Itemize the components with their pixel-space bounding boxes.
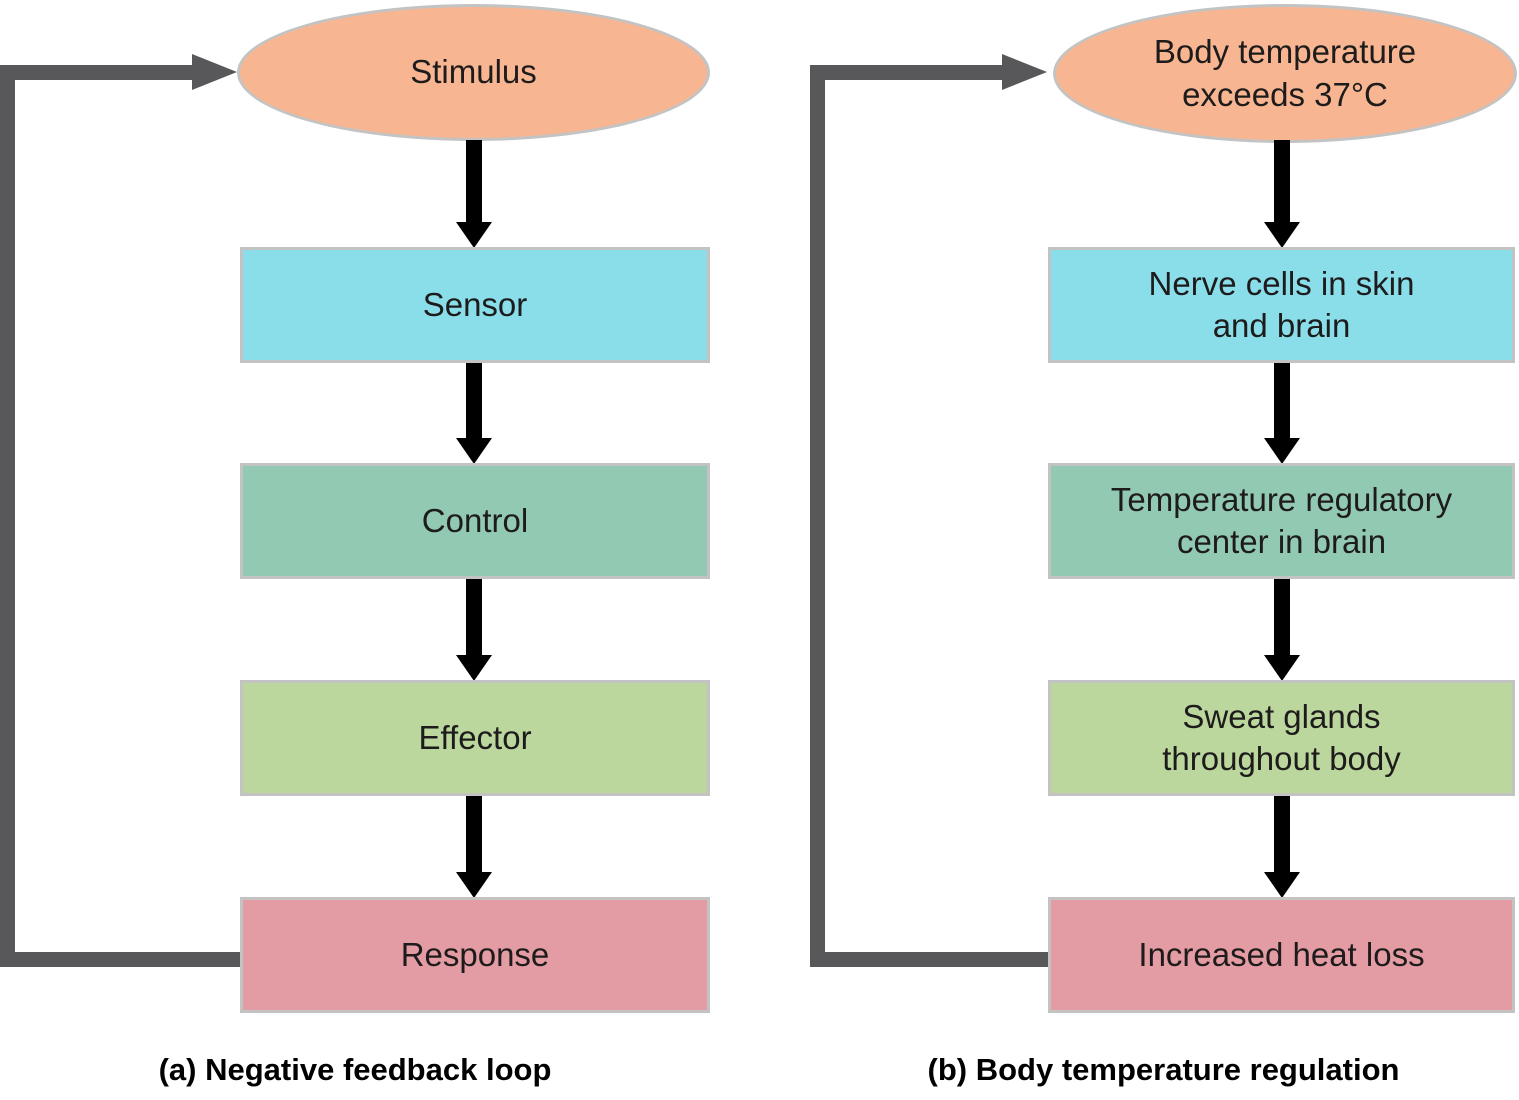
flow-arrow-b-3-icon xyxy=(1264,578,1300,681)
caption-a: (a) Negative feedback loop xyxy=(158,1052,552,1087)
response-node-a: Response xyxy=(240,897,710,1013)
control-label-b: Temperature regulatory center in brain xyxy=(1110,480,1453,560)
feedback-loop-a-vertical-line xyxy=(0,65,15,967)
feedback-loop-b-vertical-line xyxy=(810,65,825,967)
sensor-label-a: Sensor xyxy=(422,285,528,323)
feedback-loop-b-bottom-line xyxy=(810,952,1048,967)
feedback-loop-a-arrowhead-icon xyxy=(192,54,237,90)
flow-arrow-a-4-icon xyxy=(456,795,492,898)
feedback-loop-a-top-line xyxy=(0,65,195,80)
flow-arrow-a-2-icon xyxy=(456,362,492,464)
flow-arrow-b-1-icon xyxy=(1264,140,1300,248)
sensor-node-a: Sensor xyxy=(240,247,710,363)
feedback-loop-b-top-line xyxy=(810,65,1004,80)
effector-label-a: Effector xyxy=(418,718,532,756)
flow-arrow-a-1-icon xyxy=(456,140,492,248)
stimulus-label-b: Body temperature exceeds 37°C xyxy=(1153,33,1417,113)
stimulus-node-b: Body temperature exceeds 37°C xyxy=(1053,4,1517,143)
flow-arrow-b-2-icon xyxy=(1264,362,1300,464)
sensor-label-b: Nerve cells in skin and brain xyxy=(1148,264,1415,344)
effector-node-b: Sweat glands throughout body xyxy=(1048,680,1515,796)
stimulus-label-a: Stimulus xyxy=(410,53,537,91)
control-label-a: Control xyxy=(421,501,529,539)
caption-b: (b) Body temperature regulation xyxy=(927,1052,1400,1087)
flow-arrow-b-4-icon xyxy=(1264,795,1300,898)
response-label-b: Increased heat loss xyxy=(1138,935,1425,973)
sensor-node-b: Nerve cells in skin and brain xyxy=(1048,247,1515,363)
response-node-b: Increased heat loss xyxy=(1048,897,1515,1013)
effector-label-b: Sweat glands throughout body xyxy=(1162,697,1401,777)
stimulus-node-a: Stimulus xyxy=(237,4,710,141)
feedback-loop-b-arrowhead-icon xyxy=(1002,54,1047,90)
control-node-a: Control xyxy=(240,463,710,579)
response-label-a: Response xyxy=(400,935,550,973)
effector-node-a: Effector xyxy=(240,680,710,796)
feedback-loop-a-bottom-line xyxy=(0,952,240,967)
flow-arrow-a-3-icon xyxy=(456,578,492,681)
control-node-b: Temperature regulatory center in brain xyxy=(1048,463,1515,579)
